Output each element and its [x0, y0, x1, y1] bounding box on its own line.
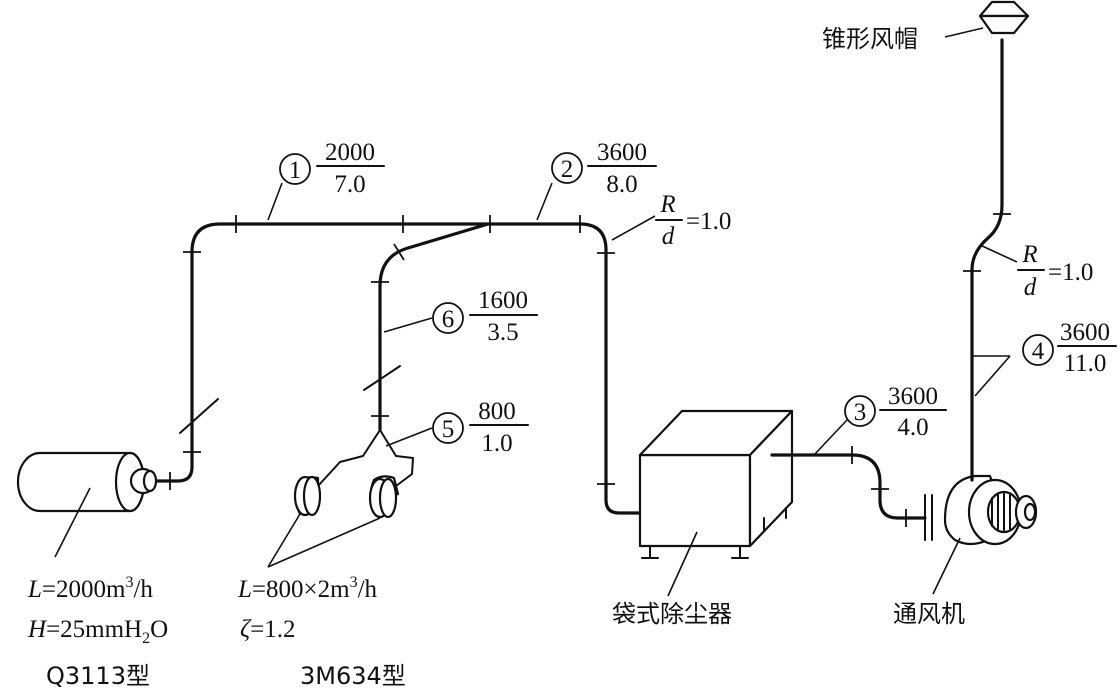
bend-1-numerator: R — [659, 191, 675, 218]
duct-main-run — [154, 222, 642, 515]
source1-H-value: =25mmH — [46, 616, 142, 643]
segment-3-flow: 3600 — [888, 383, 938, 410]
source2-hoods — [293, 475, 400, 519]
segment-1-number: 1 — [289, 157, 302, 184]
source1-H-end: O — [150, 616, 168, 643]
segment-4-velocity: 11.0 — [1064, 350, 1107, 377]
segment-2-flow: 3600 — [597, 139, 647, 166]
svg-text:L=800×2m3/h: L=800×2m3/h — [237, 574, 378, 603]
svg-text:L=2000m3/h: L=2000m3/h — [27, 574, 153, 603]
filter-label: 袋式除尘器 — [612, 600, 732, 628]
bend-ratio-1: R d =1.0 — [655, 191, 731, 250]
duct3-ticks — [851, 446, 907, 527]
segment-3-velocity: 4.0 — [897, 414, 928, 441]
source2-L-exponent: 3 — [350, 574, 358, 591]
duct-ticks — [169, 215, 615, 490]
fan-label: 通风机 — [893, 600, 965, 628]
segment-3-label: 3 3600 4.0 — [844, 383, 947, 441]
segment-1-label: 1 2000 7.0 — [279, 139, 385, 198]
segment-6-flow: 1600 — [478, 287, 528, 314]
bend-ratio-2: R d =1.0 — [1017, 241, 1093, 301]
segment-1-flow: 2000 — [325, 139, 375, 166]
bend-2-value: =1.0 — [1048, 259, 1093, 286]
segment-5-number: 5 — [442, 416, 455, 443]
bag-filter — [638, 409, 794, 559]
source2-model: 3M634型 — [300, 662, 406, 690]
source1-L-symbol: L — [27, 576, 42, 603]
source2-zeta-value: =1.2 — [250, 616, 295, 643]
duct-branch-6 — [378, 222, 490, 432]
segment-5-velocity: 1.0 — [481, 430, 512, 457]
source1-machine — [16, 451, 158, 513]
segment-2-velocity: 8.0 — [606, 171, 637, 198]
segment-6-velocity: 3.5 — [487, 319, 518, 346]
segment-6-number: 6 — [442, 306, 455, 333]
hood-label: 锥形风帽 — [822, 25, 918, 53]
segment-4-label: 4 3600 11.0 — [1022, 319, 1117, 377]
source2-L-symbol: L — [237, 576, 252, 603]
source1-L-exponent: 3 — [125, 574, 133, 591]
source2-spec: L=800×2m3/h ζ=1.2 3M634型 — [237, 574, 406, 690]
bend-2-numerator: R — [1021, 241, 1037, 268]
duct-3 — [770, 453, 927, 520]
source1-H-symbol: H — [27, 616, 48, 643]
segment-5-flow: 800 — [478, 398, 516, 425]
segment-2-number: 2 — [561, 156, 574, 183]
segment-2-label: 2 3600 8.0 — [551, 139, 657, 198]
duct4-ticks — [963, 213, 1011, 272]
cone-hood — [978, 0, 1030, 35]
bend-1-denominator: d — [662, 223, 675, 250]
duct-branch-5 — [317, 429, 414, 487]
bend-2-denominator: d — [1024, 274, 1037, 301]
source1-H-subscript: 2 — [142, 630, 150, 647]
segment-4-number: 4 — [1032, 338, 1045, 365]
segment-3-number: 3 — [854, 399, 867, 426]
segment-6-label: 6 1600 3.5 — [432, 287, 538, 346]
duct-4 — [970, 38, 1004, 482]
source1-L-value: =2000m — [42, 576, 126, 603]
source1-model: Q3113型 — [46, 662, 150, 690]
segment-4-flow: 3600 — [1060, 319, 1110, 346]
leader-lines — [54, 27, 1018, 597]
svg-text:H=25mmH2O: H=25mmH2O — [27, 616, 168, 647]
damper-6 — [363, 365, 401, 391]
source2-zeta-symbol: ζ — [240, 616, 252, 643]
svg-text:ζ=1.2: ζ=1.2 — [240, 616, 295, 643]
fan — [924, 474, 1038, 546]
source1-spec: L=2000m3/h H=25mmH2O Q3113型 — [27, 574, 168, 690]
damper-1 — [179, 398, 219, 434]
segment-5-label: 5 800 1.0 — [432, 398, 529, 457]
segment-1-velocity: 7.0 — [334, 171, 365, 198]
source2-L-unit: /h — [358, 576, 378, 603]
source2-L-value: =800×2m — [252, 576, 350, 603]
source1-L-unit: /h — [133, 576, 153, 603]
bend-1-value: =1.0 — [686, 208, 731, 235]
